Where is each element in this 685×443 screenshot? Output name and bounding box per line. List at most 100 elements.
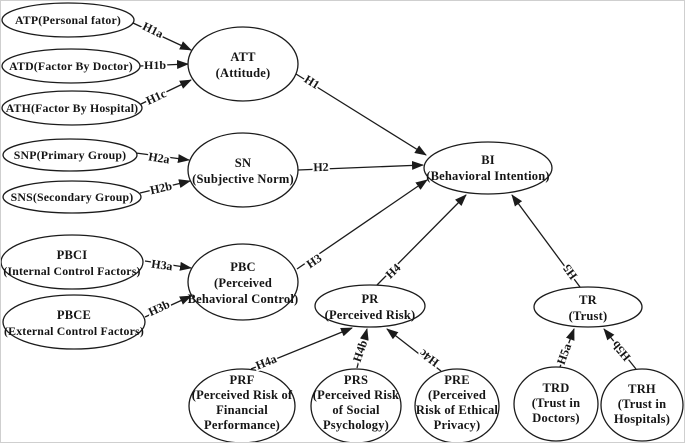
node-tr-label-1: TR (579, 293, 598, 307)
node-prf-label-1: PRF (230, 373, 255, 387)
edge-label-h1a: H1a (140, 19, 165, 41)
node-pbci: PBCI (Internal Control Factors) (0, 234, 144, 290)
node-snp-label: SNP(Primary Group) (14, 148, 127, 162)
node-atd: ATD(Factor By Doctor) (1, 48, 141, 84)
node-snp-shape (2, 138, 138, 172)
node-att: ATT (Attitude) (187, 26, 299, 102)
node-trd-label-1: TRD (543, 381, 570, 395)
edge-label-h2: H2 (313, 160, 329, 175)
node-sn-label-1: SN (235, 156, 251, 170)
node-ath-label: ATH(Factor By Hospital) (6, 101, 139, 115)
node-prs-label-3: of Social (332, 403, 380, 417)
node-ath: ATH(Factor By Hospital) (1, 90, 143, 126)
node-tr: TR (Trust) (533, 286, 643, 328)
node-prs-label-4: Psychology) (323, 418, 389, 432)
node-pbce-shape (2, 294, 146, 350)
edge-h3b (144, 295, 192, 318)
node-prs-label-2: (Perceived Risk (313, 388, 399, 402)
node-bi-label-1: BI (481, 153, 495, 167)
node-ath-shape (1, 90, 143, 126)
edge-label-h5a: H5a (554, 342, 574, 367)
edge-label-h4a: H4a (253, 352, 278, 373)
node-pbc: PBC (Perceived Behavioral Control) (187, 243, 299, 321)
edge-h2b (139, 179, 191, 194)
node-sn-shape (187, 132, 299, 208)
node-pr-label-1: PR (361, 292, 379, 306)
node-att-shape (187, 26, 299, 102)
node-pbce: PBCE (External Control Factors) (2, 294, 146, 350)
node-atp-label: ATP(Personal fator) (15, 13, 121, 27)
edge-label-h5b: H5b (608, 338, 633, 364)
edge-label-h3: H3 (304, 251, 325, 271)
node-prs-shape (310, 368, 402, 443)
node-pr-label-2: (Perceived Risk) (325, 308, 416, 322)
edge-label-h1c: H1c (144, 86, 169, 108)
edge-h4b (356, 328, 369, 369)
edge-h2a (135, 152, 190, 164)
node-bi: BI (Behavioral Intention) (423, 141, 553, 195)
node-pr: PR (Perceived Risk) (314, 284, 426, 328)
edge-label-h4c: H4c (416, 346, 441, 370)
node-tr-shape (533, 286, 643, 328)
edge-label-h2a: H2a (147, 149, 170, 166)
node-pre-label-4: Privacy) (434, 418, 481, 432)
node-sn: SN (Subjective Norm) (187, 132, 299, 208)
node-trh-label-1: TRH (628, 382, 656, 396)
node-sns-shape (2, 180, 142, 214)
node-bi-shape (423, 141, 553, 195)
node-bi-label-2: (Behavioral Intention) (426, 169, 550, 183)
edges-layer (132, 22, 637, 372)
node-prs: PRS (Perceived Risk of Social Psychology… (310, 368, 402, 443)
node-snp: SNP(Primary Group) (2, 138, 138, 172)
node-tr-label-2: (Trust) (569, 309, 608, 323)
edge-h1a (132, 22, 192, 51)
edge-h1 (295, 73, 427, 156)
edge-h5a (559, 328, 575, 368)
node-pbc-label-3: Behavioral Control) (188, 292, 299, 306)
edge-label-h4b: H4b (350, 338, 371, 364)
edge-h5 (511, 194, 581, 288)
node-att-label-2: (Attitude) (216, 66, 271, 80)
node-sns: SNS(Secondary Group) (2, 180, 142, 214)
edge-h3 (296, 179, 428, 270)
edge-h4 (376, 194, 467, 286)
node-pbc-label-2: (Perceived (214, 276, 272, 290)
node-pbc-label-1: PBC (230, 260, 256, 274)
node-trd-label-3: Doctors) (532, 411, 579, 425)
node-pbce-label-1: PBCE (57, 308, 91, 322)
node-prf-label-3: Financial (216, 403, 268, 417)
node-atd-shape (1, 48, 141, 84)
edge-h1b (139, 59, 189, 69)
edge-label-h3a: H3a (150, 257, 173, 274)
node-sn-label-2: (Subjective Norm) (192, 172, 294, 186)
node-pbci-label-2: (Internal Control Factors) (3, 264, 140, 278)
edge-h4c (386, 328, 442, 372)
node-prf: PRF (Perceived Risk of Financial Perform… (188, 368, 296, 443)
node-pre-shape (414, 368, 500, 443)
node-pre-label-3: Risk of Ethical (416, 403, 499, 417)
node-prf-label-2: (Perceived Risk of (192, 388, 293, 402)
node-trh-label-3: Hospitals) (614, 412, 670, 426)
edge-label-h3b: H3b (146, 297, 172, 319)
node-pre-label-2: (Perceived (428, 388, 486, 402)
node-prf-shape (188, 368, 296, 443)
node-pbc-shape (187, 243, 299, 321)
node-trd-label-2: (Trust in (532, 396, 580, 410)
node-trd: TRD (Trust in Doctors) (513, 366, 599, 442)
node-trd-shape (513, 366, 599, 442)
node-pbci-shape (0, 234, 144, 290)
node-att-label-1: ATT (230, 50, 256, 64)
node-atd-label: ATD(Factor By Doctor) (9, 59, 133, 73)
node-prs-label-1: PRS (344, 373, 368, 387)
node-pbci-label-1: PBCI (57, 248, 88, 262)
node-prf-label-4: Performance) (204, 418, 280, 432)
edge-h1c (140, 79, 192, 105)
node-sns-label: SNS(Secondary Group) (11, 190, 134, 204)
edge-h4a (250, 327, 353, 370)
node-pre-label-1: PRE (444, 373, 470, 387)
node-trh-label-2: (Trust in (618, 397, 666, 411)
node-trh-shape (600, 368, 684, 442)
edge-h5b (603, 328, 637, 370)
